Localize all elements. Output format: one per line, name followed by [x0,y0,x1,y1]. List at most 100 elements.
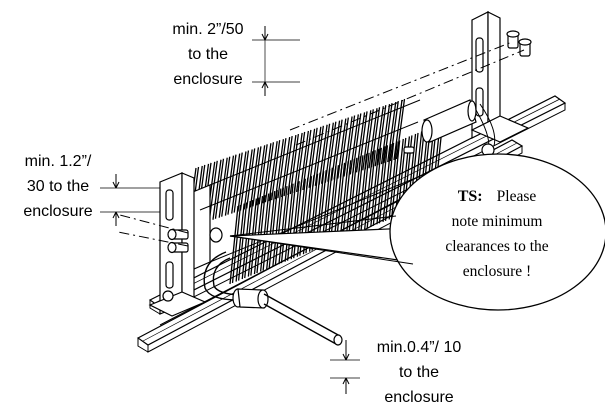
fin [333,163,343,242]
fin [283,136,293,197]
fin [370,148,380,227]
terminal-right [403,99,496,157]
fin [380,104,391,165]
dimension-bottom [330,340,360,394]
fin [348,157,358,236]
fin [302,129,312,190]
fin [277,138,287,199]
fin [235,203,245,282]
fin [229,205,239,285]
fin [239,150,250,211]
fin [280,137,291,198]
fin [342,160,352,239]
fin [345,158,355,237]
fin [274,139,285,200]
fin [337,118,347,179]
fin [221,156,231,217]
fin [374,106,384,167]
fin [324,122,334,183]
label-top-line-1: min. 2”/50 [172,21,243,38]
fin [388,141,398,220]
fin [287,134,297,196]
label-bottom: min.0.4”/ 10 to the enclosure [377,339,462,406]
label-top-line-2: to the [188,46,228,63]
fin [383,103,393,164]
fin [272,188,282,267]
fin [271,140,281,201]
fin [384,142,395,221]
fin [382,143,392,222]
fin [278,186,288,265]
label-left: min. 1.2”/ 30 to the enclosure [23,153,92,220]
fin [237,151,247,212]
fin [391,140,401,219]
label-left-line-1: min. 1.2”/ [25,153,92,170]
fin [241,200,251,280]
fin [246,148,256,209]
fin [290,181,300,260]
fin [284,183,294,262]
fin [243,149,253,210]
fin [262,143,272,204]
callout-line-3: clearances to the [445,238,548,255]
fin [218,157,228,218]
fin [274,187,284,266]
fin [237,202,248,281]
fin [286,182,297,261]
callout-first-line: Please [497,188,537,205]
callout-text: TS: Please note minimum clearances to the… [445,188,548,280]
fin [224,155,235,216]
callout-line-4: enclosure ! [463,263,531,280]
fin [214,158,225,219]
fin [355,112,366,173]
fin [280,185,291,264]
label-bottom-line-2: to the [399,364,439,381]
fin [231,153,241,214]
fin [364,151,374,230]
fin [256,145,266,206]
label-bottom-line-1: min.0.4”/ 10 [377,339,462,356]
fin [339,161,349,240]
cable-assembly [203,251,343,346]
fin [329,165,340,244]
fin [249,147,260,208]
callout-line-1: TS: Please [458,188,537,205]
label-top: min. 2”/50 to the enclosure [172,21,243,88]
screws-right [506,30,532,57]
fin [360,152,370,231]
bracket-right [470,11,530,143]
fin [259,193,270,272]
fin [227,154,237,215]
fin [330,120,341,181]
fin [377,105,387,166]
fin [349,114,359,175]
fin [335,162,346,241]
label-left-line-3: enclosure [23,203,92,220]
fin [372,147,382,226]
label-top-line-3: enclosure [173,71,242,88]
fin [376,146,386,225]
fin [252,146,262,207]
label-bottom-line-3: enclosure [384,389,453,406]
fin [268,190,278,269]
label-left-line-2: 30 to the [27,178,89,195]
callout-line-2: note minimum [452,213,543,230]
fin [266,191,276,270]
fin [212,159,222,220]
fin [268,141,278,202]
fin [366,150,376,229]
callout-prefix: TS: [458,188,483,205]
fin [378,145,389,224]
fin [233,152,243,213]
fin [258,144,268,205]
mounting-axes [117,41,525,247]
fin [264,142,275,203]
fin [231,204,242,284]
fin [308,127,318,188]
fin [343,116,353,177]
fin [314,125,324,186]
callout-bubble [229,153,605,311]
fin [357,153,368,232]
dimension-top [252,26,300,96]
